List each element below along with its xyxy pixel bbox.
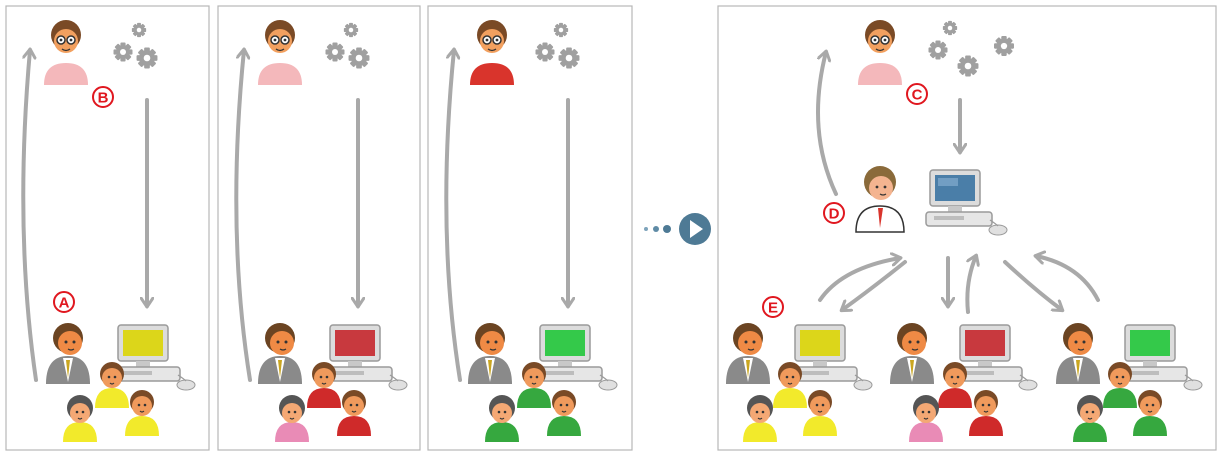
marker-a-label: A (59, 295, 70, 312)
computer-icon (535, 324, 618, 391)
computer-icon (113, 324, 196, 391)
marker-b: B (92, 86, 114, 108)
play-arrow-icon (644, 213, 711, 245)
marker-e-label: E (768, 300, 778, 317)
stakeholder-icon (858, 19, 902, 85)
computer-icon (790, 324, 873, 391)
distribution-arrows (818, 256, 1100, 314)
marker-d-label: D (829, 206, 840, 223)
stakeholder-icon (258, 19, 302, 85)
computer-icon (955, 324, 1038, 391)
marker-e: E (762, 296, 784, 318)
marker-c-label: C (912, 87, 923, 104)
feedback-arrow-up (444, 50, 462, 382)
stakeholder-icon (44, 19, 88, 85)
stakeholder-icon (470, 19, 514, 85)
marker-b-label: B (98, 90, 109, 107)
computer-icon (325, 324, 408, 391)
computer-icon (1120, 324, 1203, 391)
feedback-arrow-up (21, 50, 38, 382)
marker-d: D (823, 202, 845, 224)
marker-a: A (53, 291, 75, 313)
marker-c: C (906, 83, 928, 105)
computer-icon (925, 169, 1008, 236)
feedback-arrow-up (816, 52, 838, 196)
feedback-arrow-up (234, 50, 252, 382)
coordinator-icon (855, 166, 905, 233)
